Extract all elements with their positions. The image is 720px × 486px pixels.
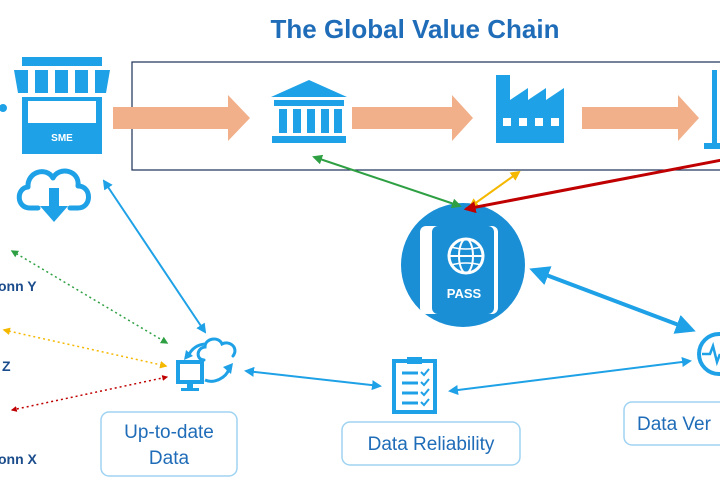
flow-arrow-3 [582, 95, 699, 141]
connector-conn-x [10, 375, 169, 412]
connector-passport-to-verification [529, 266, 696, 334]
conn-z-label: Z [2, 358, 11, 374]
cloud-download-icon [16, 168, 91, 222]
up-to-date-label-line2: Data [149, 448, 190, 469]
connector-customer-to-passport [463, 158, 720, 214]
factory-icon [496, 75, 564, 143]
connector-cloud-to-data [102, 179, 207, 334]
flow-arrow-2 [352, 95, 473, 141]
connector-bank-to-passport [312, 154, 462, 209]
up-to-date-label-line1: Up-to-date [124, 422, 214, 443]
data-reliability-label: Data Reliability [368, 434, 495, 455]
sme-label: SME [51, 133, 73, 144]
bank-icon [271, 80, 347, 143]
flow-arrow-1 [113, 95, 250, 141]
end-customer-icon [704, 70, 720, 149]
checklist-icon [392, 357, 437, 414]
passport-icon: PASS [401, 203, 525, 327]
conn-y-label: onn Y [0, 278, 37, 294]
connector-conn-z [2, 327, 168, 369]
data-reliability-box: Data Reliability [341, 421, 521, 466]
connector-reliability-to-verification [448, 357, 692, 395]
connector-factory-to-passport [468, 170, 521, 209]
pass-label: PASS [447, 286, 482, 301]
verification-monitor-icon [697, 332, 720, 376]
sme-store-icon: SME [0, 57, 110, 154]
conn-x-label: onn X [0, 451, 38, 467]
computer-sync-icon [176, 337, 237, 391]
data-verification-box: Data Ver [623, 401, 720, 446]
data-verification-label: Data Ver [637, 414, 712, 435]
connector-conn-y [10, 250, 169, 344]
up-to-date-data-box: Up-to-date Data [100, 411, 238, 477]
diagram-title: The Global Value Chain [271, 14, 560, 44]
connector-data-to-reliability [244, 366, 382, 391]
